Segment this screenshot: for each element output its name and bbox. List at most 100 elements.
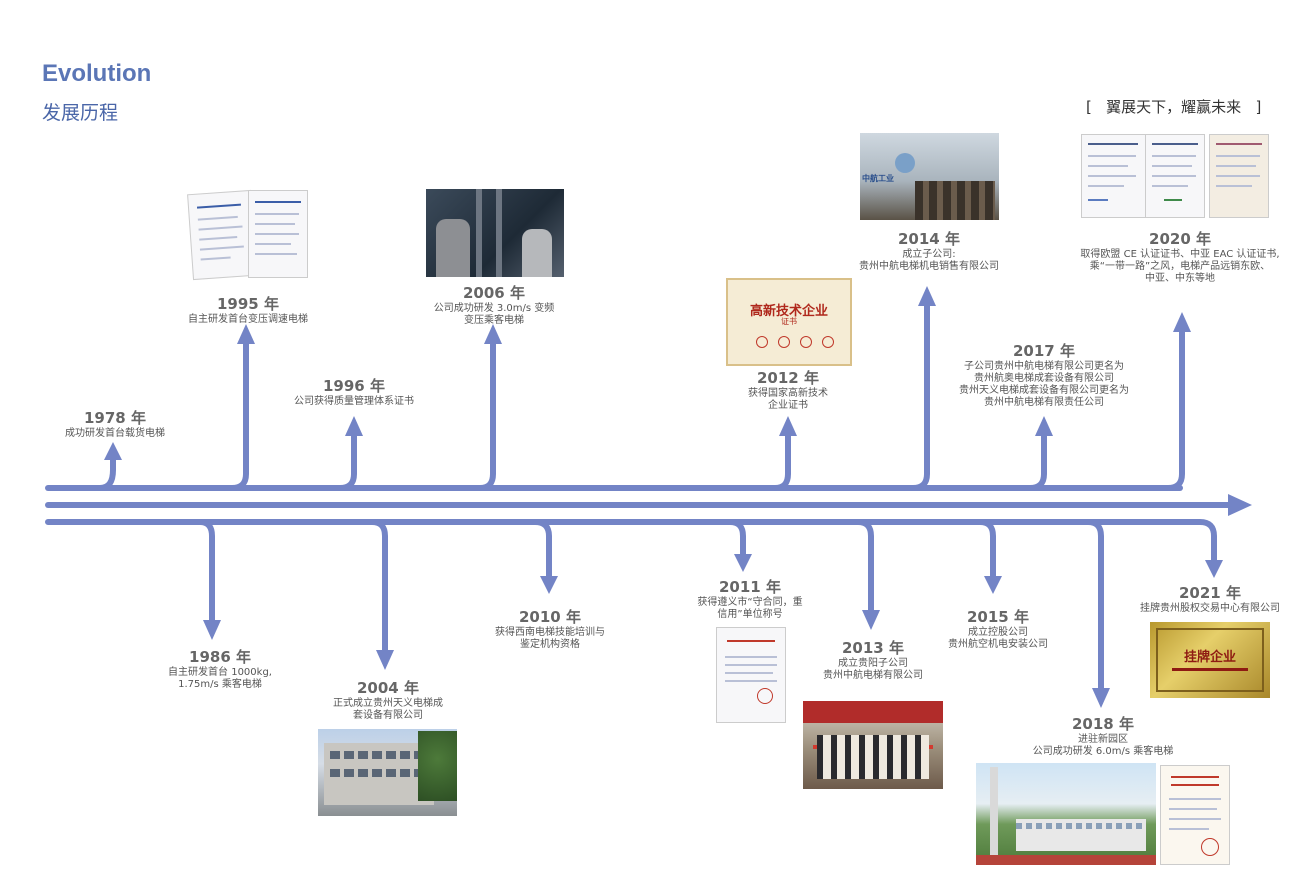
event-year: 2015 年 [967,608,1029,626]
event-year: 1986 年 [189,648,251,666]
event-desc: 自主研发首台 1000kg, [168,667,272,678]
event-year: 2006 年 [463,284,525,302]
event-year: 2011 年 [719,578,781,596]
event-desc: 自主研发首台变压调速电梯 [188,314,308,325]
event-desc: 企业证书 [768,400,808,411]
campus-photo-2018-image [976,763,1156,865]
branch-1986 [197,519,215,625]
event-2020: 2020 年 取得欧盟 CE 认证证书、中亚 EAC 认证证书, 乘“一带一路”… [1080,228,1279,285]
branch-2010 [532,519,552,583]
sign-text: 中航工业 [862,174,894,183]
event-desc: 成功研发首台载货电梯 [65,428,165,439]
event-1978: 1978 年 成功研发首台载货电梯 [65,407,165,440]
event-desc: 获得西南电梯技能培训与 [495,627,605,638]
event-1986: 1986 年 自主研发首台 1000kg, 1.75m/s 乘客电梯 [168,646,272,691]
event-year: 1995 年 [217,295,279,313]
event-desc: 贵州中航电梯有限责任公司 [984,397,1104,408]
event-desc: 套设备有限公司 [353,710,423,721]
slogan: [ 翼展天下，耀赢未来 ] [1086,98,1262,116]
event-1995: 1995 年 自主研发首台变压调速电梯 [188,293,308,326]
event-2013: 2013 年 成立贵阳子公司 贵州中航电梯有限公司 [823,637,923,682]
document-1995-a-image [187,189,257,281]
branch-2017 [1027,429,1047,491]
certificate-third-image [1209,134,1269,218]
listing-plaque-2021-image: 挂牌企业 [1150,622,1270,698]
certificate-subtitle: 证书 [781,317,797,326]
event-year: 2020 年 [1149,230,1211,248]
event-desc: 正式成立贵州天义电梯成 [333,698,443,709]
event-desc: 成立子公司: [902,249,956,260]
document-1995-b-image [248,190,308,278]
event-desc: 贵州航空机电安装公司 [948,639,1048,650]
event-desc: 变压乘客电梯 [464,315,524,326]
event-desc: 贵州天义电梯成套设备有限公司更名为 [959,385,1129,396]
event-year: 2021 年 [1179,584,1241,602]
ceremony-photo-2013-image [803,701,943,789]
event-desc: 获得国家高新技术 [748,388,828,399]
branch-2012 [772,429,791,491]
event-desc: 成立控股公司 [968,627,1028,638]
event-year: 2004 年 [357,679,419,697]
branch-1995 [229,337,249,491]
event-2004: 2004 年 正式成立贵州天义电梯成 套设备有限公司 [333,677,443,722]
event-2010: 2010 年 获得西南电梯技能培训与 鉴定机构资格 [495,606,605,651]
event-2017: 2017 年 子公司贵州中航电梯有限公司更名为 贵州航奥电梯成套设备有限公司 贵… [959,340,1129,409]
main-axis-arrowhead [1228,494,1252,516]
plaque-title: 挂牌企业 [1183,650,1236,665]
event-year: 2013 年 [842,639,904,657]
event-year: 2018 年 [1072,715,1134,733]
page-subtitle: 发展历程 [42,102,119,124]
event-desc: 成立贵阳子公司 [838,658,908,669]
event-2012: 2012 年 获得国家高新技术 企业证书 [748,367,828,412]
lower-track [45,519,1217,565]
event-desc: 公司获得质量管理体系证书 [294,396,414,407]
event-desc: 贵州航奥电梯成套设备有限公司 [974,373,1114,384]
branch-2018 [1085,519,1104,693]
eac-certificate-image [1145,134,1205,218]
branch-1978 [97,455,116,491]
building-photo-2004-image [318,729,457,816]
event-desc: 公司成功研发 3.0m/s 变频 [433,303,555,314]
page-title: Evolution [42,60,152,87]
event-2015: 2015 年 成立控股公司 贵州航空机电安装公司 [948,606,1048,651]
event-desc: 信用”单位称号 [717,609,783,620]
event-2006: 2006 年 公司成功研发 3.0m/s 变频 变压乘客电梯 [434,282,555,327]
event-2014: 2014 年 成立子公司: 贵州中航电梯机电销售有限公司 [859,228,999,273]
event-desc: 1.75m/s 乘客电梯 [178,679,262,690]
certificate-title: 高新技术企业 [749,304,828,319]
workshop-photo-2006-image [426,189,564,277]
branch-2004 [369,519,388,655]
event-year: 2014 年 [898,230,960,248]
event-desc: 乘“一带一路”之风，电梯产品远销东欧、 [1089,261,1271,272]
branch-2020 [1165,327,1185,491]
ce-certificate-image [1081,134,1146,218]
event-desc: 进驻新园区 [1078,734,1128,745]
branch-2013 [855,519,874,617]
branch-1996 [337,429,357,491]
event-year: 1978 年 [84,409,146,427]
contract-credit-certificate-image [716,627,786,723]
event-year: 2017 年 [1013,342,1075,360]
event-year: 2012 年 [757,369,819,387]
elevator-certificate-2018-image [1160,765,1230,865]
event-desc: 贵州中航电梯有限公司 [823,670,923,681]
event-desc: 子公司贵州中航电梯有限公司更名为 [964,361,1124,372]
branch-2006 [477,337,496,491]
group-photo-2014-image: 中航工业 [860,133,999,220]
event-year: 2010 年 [519,608,581,626]
high-tech-certificate-image: 高新技术企业 证书 [726,278,852,366]
event-desc: 挂牌贵州股权交易中心有限公司 [1140,603,1280,614]
event-desc: 贵州中航电梯机电销售有限公司 [859,261,999,272]
event-desc: 取得欧盟 CE 认证证书、中亚 EAC 认证证书, [1080,249,1280,260]
event-desc: 公司成功研发 6.0m/s 乘客电梯 [1032,746,1174,757]
event-desc: 中亚、中东等地 [1144,273,1215,284]
event-desc: 获得遵义市“守合同，重 [697,597,803,608]
branch-2015 [977,519,996,583]
branch-2011 [727,519,746,561]
event-1996: 1996 年 公司获得质量管理体系证书 [294,375,414,408]
event-desc: 鉴定机构资格 [520,639,580,650]
branch-2014 [910,299,930,491]
event-2018: 2018 年 进驻新园区 公司成功研发 6.0m/s 乘客电梯 [1033,713,1174,758]
event-year: 1996 年 [323,377,385,395]
